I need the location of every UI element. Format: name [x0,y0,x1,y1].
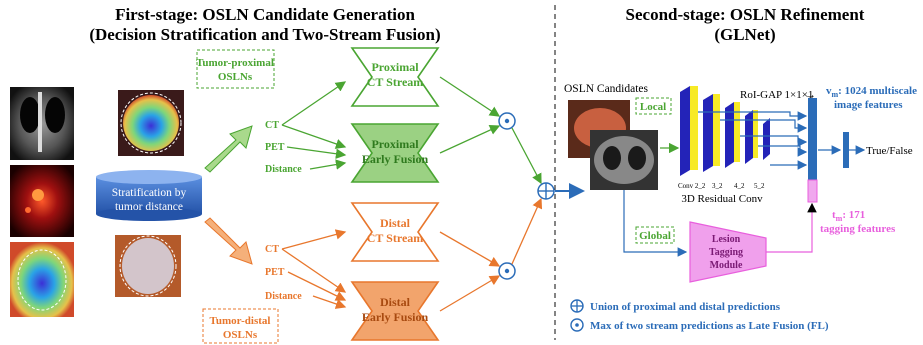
lesion-module-label-2: Tagging [709,247,743,258]
union-plus-icon [537,182,555,200]
proximal-ct-stream-block: Proximal CT Stream [350,47,440,107]
proximal-input-distance: Distance [265,164,302,175]
roi-gap-label: RoI-GAP 1×1×1 [740,89,813,101]
proximal-ct-stream-label-1: Proximal [371,60,419,74]
proximal-mask-image [118,90,184,156]
distal-input-pet: PET [265,267,285,278]
legend-max: Max of two stream predictions as Late Fu… [570,318,829,332]
proximal-early-fusion-label-1: Proximal [371,137,419,151]
distal-early-fusion-label-1: Distal [380,295,411,309]
distal-ct-stream-label-1: Distal [380,216,411,230]
tagging-feature-vector [807,179,818,203]
distal-input-ct: CT [265,244,279,255]
tumor-distal-label-2: OSLNs [223,329,258,341]
osln-candidates-label: OSLN Candidates [564,83,649,95]
residual-conv-blocks [680,86,770,176]
vm-feature-label: vm: 1024 multiscale [826,85,917,99]
candidate-ct-image [590,130,658,190]
output-label: True/False [866,145,913,157]
tumor-distal-box [202,308,279,344]
lesion-tagging-module: Lesion Tagging Module [689,221,767,283]
stratification-label-1: Stratification by [112,187,187,199]
legend-max-text: Max of two stream predictions as Late Fu… [590,320,829,332]
tumor-distal-label-1: Tumor-distal [210,315,271,327]
proximal-late-fusion-dot-icon [498,112,516,130]
conv-label-2-2: Conv 2_2 [678,182,706,190]
stage1-title-line2: (Decision Stratification and Two-Stream … [89,25,440,44]
conv-label-5-2: 5_2 [754,182,765,190]
residual-conv-label: 3D Residual Conv [681,193,763,205]
distal-ct-stream-label-2: CT Stream [367,231,424,245]
proximal-input-pet: PET [265,142,285,153]
stratification-label-2: tumor distance [115,201,183,213]
lesion-module-label-1: Lesion [712,234,741,245]
input-pet-image [10,165,74,237]
conv-label-4-2: 4_2 [734,182,745,190]
distal-ct-stream-block: Distal CT Stream [350,202,440,262]
distal-early-fusion-label-2: Early Fusion [362,310,429,324]
distal-branch-arrow [204,217,253,265]
proximal-input-ct: CT [265,120,279,131]
local-label: Local [640,101,666,113]
distal-mask-image [115,235,181,297]
tumor-proximal-label-2: OSLNs [218,71,253,83]
local-box [635,97,672,115]
proximal-early-fusion-label-2: Early Fusion [362,152,429,166]
proximal-early-fusion-block: Proximal Early Fusion [350,123,440,183]
stage2-title-line1: Second-stage: OSLN Refinement [626,5,865,24]
fc-layer [843,132,849,168]
tumor-proximal-label-1: Tumor-proximal [196,57,274,69]
conv-label-3-2: 3_2 [712,182,723,190]
image-feature-vector [808,98,817,200]
roi-gap-arrow-icon: → [805,89,816,101]
distal-late-fusion-dot-icon [498,262,516,280]
proximal-branch-arrow [204,125,253,173]
tm-feature-label-line2: tagging features [820,223,896,235]
distal-input-distance: Distance [265,291,302,302]
stage2-title-line2: (GLNet) [714,25,775,44]
stage1-title-line1: First-stage: OSLN Candidate Generation [115,5,415,24]
tm-feature-label: tm: 171 [832,209,865,223]
global-label: Global [639,230,671,242]
distal-early-fusion-block: Distal Early Fusion [350,281,440,341]
legend-union-text: Union of proximal and distal predictions [590,301,781,313]
input-distance-map-image [10,242,74,317]
global-box [635,226,675,244]
legend-union: Union of proximal and distal predictions [570,299,781,313]
stratification-cylinder: Stratification by tumor distance [96,170,202,221]
lesion-module-label-3: Module [710,260,743,271]
vm-feature-label-line2: image features [834,99,903,111]
tumor-proximal-box [196,49,275,89]
proximal-ct-stream-label-2: CT Stream [367,75,424,89]
input-ct-image [10,87,74,160]
